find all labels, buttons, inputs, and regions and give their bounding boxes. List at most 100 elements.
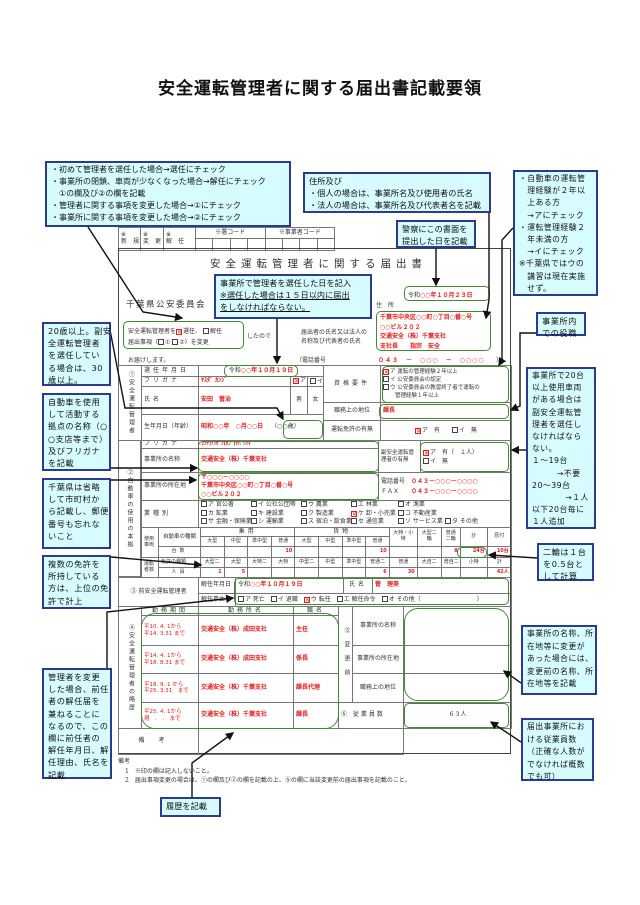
count-label: 台数 <box>158 546 201 558</box>
checkbox[interactable] <box>270 596 277 603</box>
phone-label: （電話番号 <box>296 357 327 364</box>
office-location-label: 事業所の所在地 <box>141 472 199 501</box>
driver-count <box>294 567 319 578</box>
checkbox[interactable]: ✕ <box>303 597 310 605</box>
vehicle-size-label: 中型 <box>223 536 249 547</box>
remarks-value[interactable] <box>198 728 404 755</box>
industry-option[interactable]: サ 金融・保険業 <box>201 518 252 526</box>
checkbox[interactable] <box>238 596 244 603</box>
checkbox[interactable] <box>351 518 357 525</box>
checkbox[interactable] <box>398 509 404 516</box>
checkbox[interactable] <box>398 501 404 508</box>
checkbox[interactable] <box>251 509 257 516</box>
industry-option[interactable]: タ その他 <box>445 518 491 526</box>
qualification-label: 資格要件 <box>323 365 381 403</box>
checkbox[interactable] <box>381 596 388 603</box>
callout-line: 住所及び <box>309 176 342 186</box>
callout-line: ・運転管理経験２ <box>519 222 586 232</box>
checkbox[interactable] <box>398 518 404 525</box>
reason-option[interactable]: イ 退職 <box>270 596 298 603</box>
vehicle-count <box>416 546 442 558</box>
callout-line: １人追加 <box>532 517 566 527</box>
operator-code-label: ※事業者コード <box>264 227 336 239</box>
industry-option[interactable]: コ 不動産業 <box>398 509 445 519</box>
callout-line: 番号も忘れな <box>48 518 101 529</box>
industry-option[interactable]: ウ 農業 <box>301 501 351 510</box>
checkbox[interactable] <box>251 501 257 508</box>
callout-line: ける従業員数 <box>527 734 577 744</box>
vehicle-size-label: 大型 <box>294 536 319 547</box>
gender-a[interactable]: ✕ア <box>290 376 308 387</box>
industry-option[interactable]: ク 製造業 <box>301 509 351 519</box>
before-location-value <box>403 645 512 674</box>
license-type: 普通 <box>388 557 418 568</box>
callout-line: 事業所で管理者を選任した日を記入 <box>220 278 352 288</box>
callout-history: 履歴を記載 <box>160 797 221 817</box>
reason-option[interactable]: ア 死亡 <box>238 596 265 603</box>
previous-name-label: 氏名 <box>343 577 373 594</box>
industry-option[interactable]: イ 公社公団等 <box>251 501 301 510</box>
callout-line: 記載 <box>48 769 66 780</box>
manager-furigana: ﾔｽﾀﾞ ｶﾝｼﾞ <box>198 376 291 387</box>
checkbox[interactable] <box>351 501 357 508</box>
office-contact: 電話番号 ０４３－○○○－○○○○ ＦＡＸ ０４３－○○○－○○○○ <box>378 472 512 501</box>
checkbox[interactable] <box>445 518 451 525</box>
industry-option[interactable]: エ 林業 <box>351 501 398 510</box>
before-name-label: 事業所の名称 <box>352 606 404 646</box>
qualification-options: ✕ア 運転の管理経験２年以上 イ 公安委員会の認定 ウ 公安委員会の教習終了者で… <box>380 365 512 403</box>
history-table: ④安全運転管理者の略歴 勤務期間 勤務所名 職名 ⑤変更前 事業所の名称 平10… <box>118 606 512 755</box>
license-type: 準中型 <box>341 557 367 568</box>
reason-option[interactable]: オ その他（ <box>381 596 421 603</box>
industry-option[interactable]: キ 建設業 <box>251 509 301 519</box>
callout-line: 拠点の名称（○ <box>48 421 108 432</box>
callout-line: 事業所の名称、所 <box>527 629 594 638</box>
industry-option[interactable]: セ 通信業 <box>351 518 398 526</box>
driver-count: 42人 <box>486 567 512 578</box>
callout-line: ※千葉県ではウの <box>519 259 585 269</box>
industry-option[interactable]: ス 宿泊・飲食業 <box>301 518 352 526</box>
vehicle-count <box>223 546 249 558</box>
callout-line: なければなら <box>532 432 582 442</box>
checkbox[interactable] <box>301 509 307 516</box>
office-location: 〒○○○－○○○○千葉市中央区○○町○丁目○番○号○○ビル２０２ <box>198 472 379 501</box>
license-type: 大特二 <box>247 557 272 568</box>
gender-i[interactable]: イ <box>306 376 325 387</box>
industry-option[interactable]: ソ サービス業 <box>398 518 445 526</box>
checkbox[interactable] <box>336 596 343 603</box>
industry-option[interactable]: シ 運輸業 <box>251 518 301 526</box>
checkbox[interactable] <box>251 518 257 525</box>
before-position-value <box>403 673 512 703</box>
checkbox[interactable] <box>201 518 207 525</box>
industry-option[interactable]: ア 官公署 <box>201 501 251 510</box>
dismissed-label: 解任年月日 <box>198 577 236 594</box>
callout-line: →イにチェック <box>519 247 585 257</box>
vehicle-count <box>294 546 319 558</box>
vehicle-count <box>200 546 225 558</box>
notice-block: 安全運転管理者を✕選任、 解任 届出事項（① ②）を変更 <box>128 328 222 346</box>
furigana-label: フリガナ <box>141 376 199 387</box>
phone-close: ） <box>496 357 503 364</box>
checkbox[interactable] <box>301 518 307 525</box>
checkbox[interactable] <box>201 501 207 508</box>
vehicle-count <box>388 546 418 558</box>
industry-option[interactable]: カ 鉱業 <box>201 509 251 519</box>
dismiss-checkbox[interactable] <box>202 328 209 334</box>
checkbox[interactable]: ✕ <box>351 510 358 518</box>
callout-line: での役職 <box>542 328 577 339</box>
item1-checkbox[interactable] <box>158 339 165 345</box>
reason-option[interactable]: エ 解任命令 <box>336 596 376 603</box>
callout-line: ・事業所の閉鎖、車両が少なくなった場合→解任にチェック <box>51 177 266 186</box>
office-furigana-label: フリガナ <box>141 440 199 449</box>
history-section-label: ④安全運転管理者の略歴 <box>118 606 142 729</box>
select-checkbox[interactable]: ✕ <box>176 329 183 336</box>
callout-line: を0.5台と <box>543 559 584 570</box>
industry-option[interactable]: オ 漁業 <box>398 501 445 510</box>
checkbox[interactable] <box>301 501 307 508</box>
item2-checkbox[interactable] <box>172 339 179 345</box>
driver-count: 6 <box>365 567 390 578</box>
checkbox[interactable] <box>201 509 207 516</box>
employees-value: ６３人 <box>403 702 512 729</box>
reason-option[interactable]: ✕ウ 転任 <box>303 596 331 605</box>
industry-option[interactable]: ✕ケ 卸・小売業 <box>351 509 396 518</box>
